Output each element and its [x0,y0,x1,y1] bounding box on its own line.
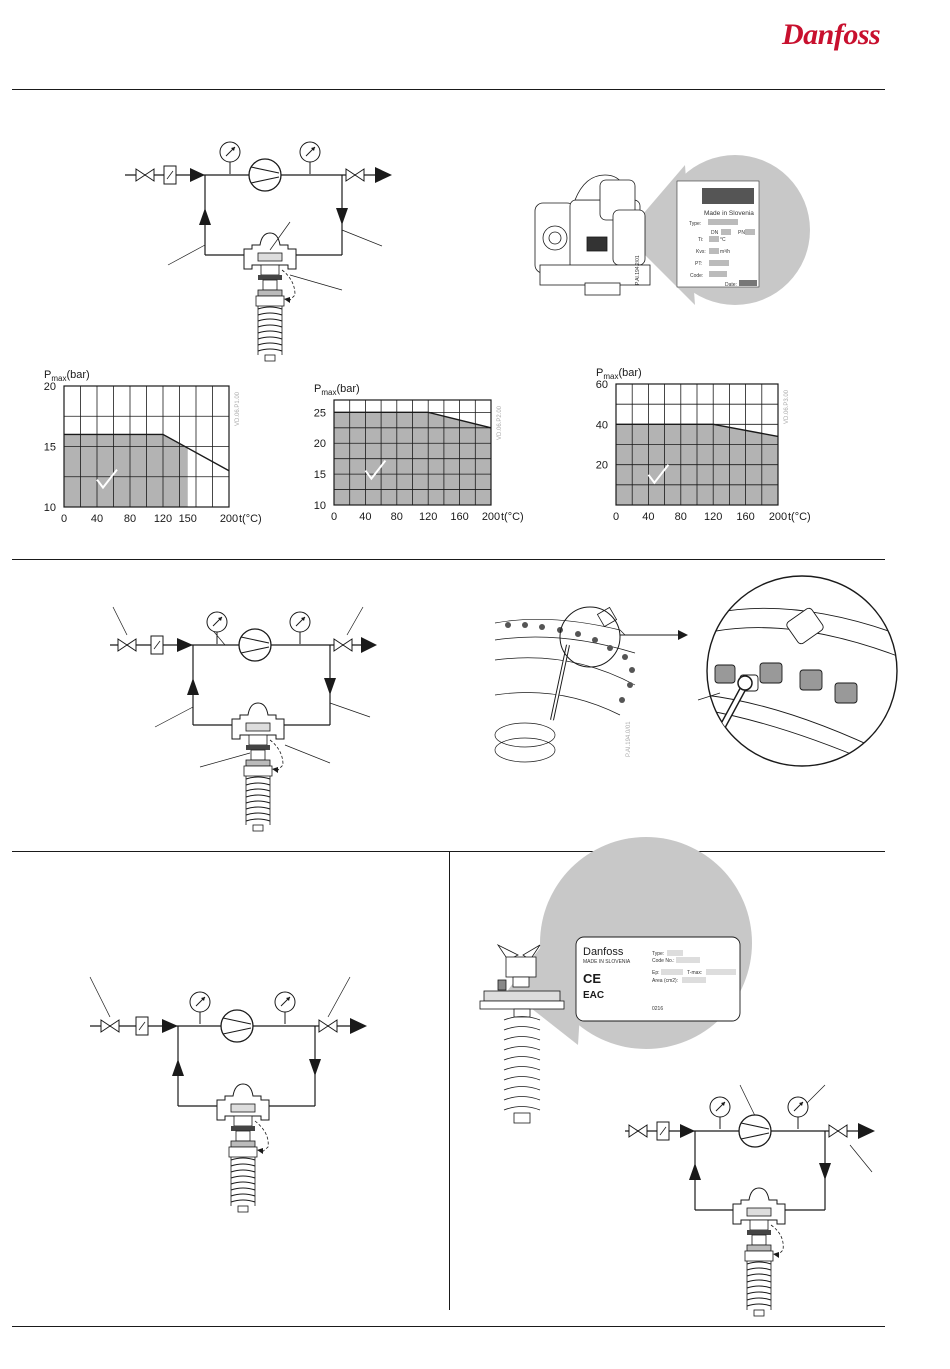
x-tick-label: 40 [91,513,103,525]
chart-area [64,434,188,507]
x-tick-label: 200 [220,513,238,525]
chart-frame [615,383,779,506]
x-tick-label: 0 [331,511,337,523]
y-axis-label: Pmax(bar) [314,383,360,397]
y-tick-label: 15 [314,469,326,481]
column-divider [449,852,450,1310]
nameplate-field-degc: °C [720,237,726,243]
schematic-3 [89,976,367,1213]
x-tick-label: 120 [154,513,172,525]
nameplate-field-m3h: m³/h [720,249,730,255]
chart-figure-code: VD.06.P1.00 [235,391,241,426]
x-tick-label: 200 [482,511,500,523]
nameplate-bottom-tmax: T-max: [687,970,702,976]
x-tick-label: 120 [704,511,722,523]
schematic-4 [625,1084,875,1317]
y-tick-label: 40 [596,419,608,431]
chart-figure-code: VD.06.P3.00 [784,389,790,424]
chart-frame [63,385,230,508]
nameplate-field-code: Code: [690,273,703,279]
x-tick-label: 80 [391,511,403,523]
x-tick-label: 120 [419,511,437,523]
nameplate-field-type: Type: [689,221,701,227]
nameplate-field-pt: PT: [695,261,702,267]
nameplate-made-in: Made in Slovenia [704,210,754,217]
y-tick-label: 10 [44,502,56,514]
nameplate-field-ti: Ti: [698,237,703,243]
check-mark [647,464,670,485]
check-mark [96,468,118,490]
nameplate-field-kvs: Kvs: [696,249,706,255]
nameplate-field-date: Date: [725,282,737,288]
valve-nameplate-figure: Made in Slovenia Type: DN PN Ti: °C Kvs:… [534,155,810,305]
x-tick-label: 150 [179,513,197,525]
chart-frame [333,399,492,506]
nameplate-field-dn: DN [711,230,719,236]
limit-line [64,433,230,472]
y-tick-label: 10 [314,500,326,512]
y-axis-label: Pmax(bar) [596,367,642,381]
x-tick-label: 80 [124,513,136,525]
chart-figure-code: VD.06.P2.00 [497,405,503,440]
x-axis-label: t(°C) [501,511,524,523]
y-tick-label: 60 [596,379,608,391]
x-tick-label: 0 [613,511,619,523]
nameplate-bottom-type: Type: [652,951,664,957]
y-tick-label: 20 [44,381,56,393]
x-tick-label: 160 [450,511,468,523]
nameplate-field-pn: PN [738,230,745,236]
nameplate-bottom-ep: Ep: [652,970,660,976]
header-rule [12,89,885,90]
x-axis-label: t(°C) [788,511,811,523]
x-tick-label: 200 [769,511,787,523]
section-rule-2 [12,851,885,852]
actuator-nameplate-figure: Danfoss MADE IN SLOVENIA CE EAC Type: Co… [479,837,752,1124]
eac-mark: EAC [583,990,604,1001]
x-tick-label: 160 [736,511,754,523]
y-tick-label: 15 [44,442,56,454]
x-tick-label: 0 [61,513,67,525]
y-axis-label: Pmax(bar) [44,369,90,383]
brand-logo: Danfoss [782,18,881,51]
schematic-1 [125,141,392,362]
section-rule-1 [12,559,885,560]
y-tick-label: 20 [314,438,326,450]
x-tick-label: 40 [642,511,654,523]
limit-line [334,411,492,429]
x-axis-label: t(°C) [239,513,262,525]
limit-line [616,423,779,438]
schematic-2 [110,606,377,832]
check-mark [364,459,387,481]
nameplate-bottom-code-no: Code No.: [652,958,675,964]
nameplate-bottom-made-in: MADE IN SLOVENIA [583,959,631,965]
y-tick-label: 25 [314,407,326,419]
nameplate-bottom-brand: Danfoss [583,946,624,958]
wrench-figure: P.AI.194.0/01 [494,575,898,767]
y-tick-label: 20 [596,460,608,472]
x-tick-label: 40 [359,511,371,523]
ce-mark: CE [583,971,601,986]
footer-rule [12,1326,885,1327]
figure-code-top: P.AI.194.2/01 [635,255,641,285]
figure-code-wrench: P.AI.194.0/01 [626,721,632,757]
nameplate-bottom-serial: 0216 [652,1006,663,1012]
x-tick-label: 80 [675,511,687,523]
nameplate-bottom-area: Area (cm2): [652,978,678,984]
